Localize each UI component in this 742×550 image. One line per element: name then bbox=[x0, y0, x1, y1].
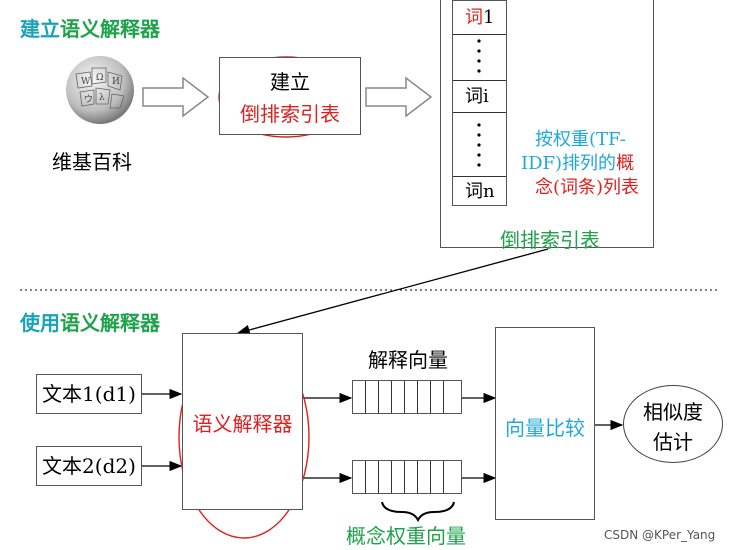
vector-cell bbox=[405, 461, 418, 493]
svg-text:Ω: Ω bbox=[96, 73, 103, 83]
vector-cell bbox=[392, 461, 405, 493]
block-arrow-1 bbox=[142, 76, 210, 118]
section-title-use-main: 语义解释器 bbox=[60, 311, 160, 335]
caption-line-3-b: 列表 bbox=[603, 177, 640, 198]
build-index-box: 建立 倒排索引表 bbox=[219, 57, 361, 135]
similarity-ellipse: 相似度 估计 bbox=[623, 385, 723, 463]
index-row-i-num: i bbox=[483, 86, 489, 107]
document-2-label: 文本2(d2) bbox=[42, 454, 136, 478]
caption-line-2-b: 概 bbox=[616, 153, 635, 174]
index-row-i: 词i bbox=[453, 81, 506, 113]
concept-weight-vector-label: 概念权重向量 bbox=[346, 524, 466, 548]
svg-text:λ: λ bbox=[99, 93, 105, 103]
svg-text:ウ: ウ bbox=[84, 94, 93, 105]
vector-cell bbox=[392, 381, 405, 413]
index-row-gap-1 bbox=[453, 35, 506, 81]
section-title-use: 使用语义解释器 bbox=[20, 307, 160, 336]
vector-cell bbox=[431, 381, 444, 413]
vector-cell bbox=[379, 381, 392, 413]
vector-compare-label: 向量比较 bbox=[505, 416, 585, 440]
inverted-index-panel: 词1 词i 词n 按权重(TF- IDF)排列的概 念(词条)列表 bbox=[440, 0, 654, 248]
index-row-1: 词1 bbox=[453, 5, 506, 35]
arrow-index-to-interpreter bbox=[236, 248, 549, 335]
index-row-i-word: 词 bbox=[465, 86, 483, 107]
vector-cell bbox=[353, 381, 366, 413]
caption-line-3-a: 念(词条) bbox=[535, 177, 604, 198]
vector-brace bbox=[381, 501, 455, 523]
vector-cell bbox=[405, 381, 418, 413]
caption-line-2-a: IDF)排列的 bbox=[521, 153, 617, 174]
wikipedia-globe-icon: W Ω И ウ λ bbox=[62, 52, 138, 128]
index-row-n-word: 词 bbox=[465, 181, 483, 202]
section-title-build-prefix: 建立 bbox=[20, 17, 60, 41]
index-row-gap-2 bbox=[453, 113, 506, 177]
vector-cell bbox=[379, 461, 392, 493]
vector-cell bbox=[366, 381, 379, 413]
watermark: CSDN @KPer_Yang bbox=[604, 528, 716, 542]
index-row-1-num: 1 bbox=[483, 7, 495, 28]
svg-text:W: W bbox=[81, 77, 91, 87]
vector-cell bbox=[418, 381, 431, 413]
section-title-use-prefix: 使用 bbox=[20, 311, 60, 335]
caption-line-1: 按权重(TF- bbox=[535, 129, 626, 150]
document-1-label: 文本1(d1) bbox=[42, 382, 136, 406]
section-title-build-main: 语义解释器 bbox=[60, 17, 160, 41]
inverted-index-label: 倒排索引表 bbox=[500, 228, 600, 252]
document-1-box: 文本1(d1) bbox=[36, 374, 142, 414]
caption-line-3: 念(词条)列表 bbox=[521, 176, 653, 200]
index-row-n: 词n bbox=[453, 177, 506, 207]
block-arrow-2 bbox=[365, 76, 433, 118]
caption-line-2: IDF)排列的概 bbox=[521, 152, 653, 176]
section-title-build: 建立语义解释器 bbox=[20, 13, 160, 42]
similarity-line1: 相似度 bbox=[643, 400, 703, 424]
semantic-interpreter-box: 语义解释器 bbox=[182, 333, 303, 510]
inverted-index-column: 词1 词i 词n bbox=[452, 0, 507, 206]
svg-text:И: И bbox=[112, 77, 120, 87]
build-index-line2: 倒排索引表 bbox=[240, 102, 340, 126]
index-row-1-word: 词 bbox=[465, 7, 483, 28]
vector-cell bbox=[366, 461, 379, 493]
concept-list-caption: 按权重(TF- IDF)排列的概 念(词条)列表 bbox=[521, 128, 653, 200]
build-index-line1: 建立 bbox=[270, 70, 310, 94]
wikipedia-label: 维基百科 bbox=[52, 150, 132, 174]
interpretation-vector-1 bbox=[352, 380, 462, 414]
vector-compare-box: 向量比较 bbox=[495, 327, 595, 520]
semantic-interpreter-label: 语义解释器 bbox=[192, 412, 293, 436]
document-2-box: 文本2(d2) bbox=[36, 446, 142, 486]
vector-cell bbox=[431, 461, 444, 493]
vector-cell bbox=[353, 461, 366, 493]
vector-cell bbox=[418, 461, 431, 493]
similarity-line2: 估计 bbox=[653, 430, 693, 454]
interpretation-vector-label: 解释向量 bbox=[368, 348, 448, 372]
index-row-n-num: n bbox=[483, 181, 495, 202]
interpretation-vector-2 bbox=[352, 460, 462, 494]
